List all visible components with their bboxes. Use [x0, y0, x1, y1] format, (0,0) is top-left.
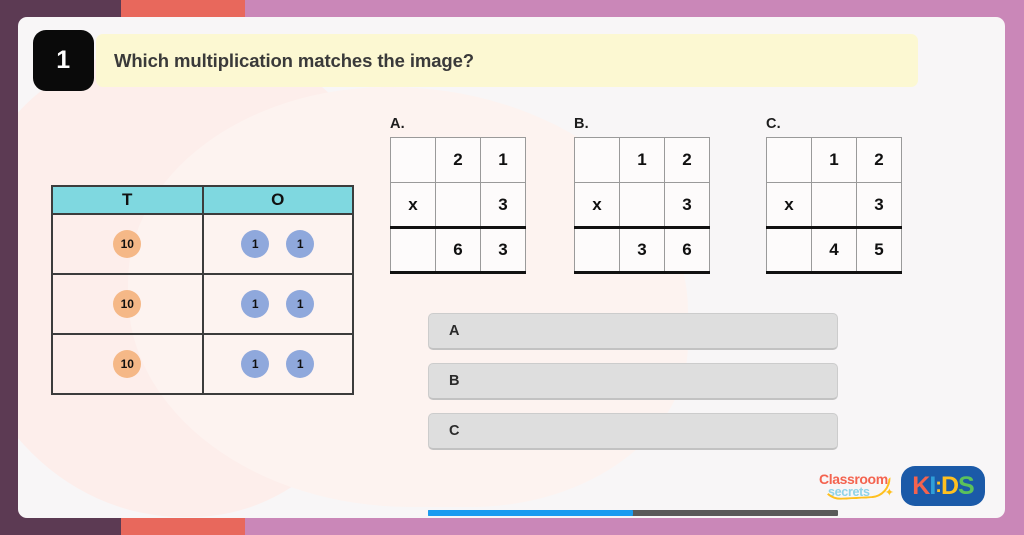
answer-button-b[interactable]: B — [428, 363, 838, 400]
ones-cell: 1 1 — [201, 273, 354, 335]
grid-cell: 2 — [856, 137, 902, 183]
grid-cell — [574, 226, 620, 274]
grid-cell: 4 — [811, 226, 857, 274]
grid-cell: 3 — [480, 182, 526, 228]
counter-group-tens: 10 — [53, 290, 202, 318]
answer-button-a-label: A — [449, 323, 460, 339]
question-text: Which multiplication matches the image? — [114, 49, 474, 71]
classroom-secrets-line2: secrets — [828, 485, 870, 499]
slide-card: 1 Which multiplication matches the image… — [18, 17, 1005, 518]
kids-letter-colon: : — [935, 474, 942, 497]
answer-options-list: A B C — [428, 313, 838, 463]
grid-row-answer: 6 3 — [390, 226, 526, 274]
counter-ten: 10 — [113, 230, 142, 258]
kids-letter-d: D — [940, 471, 959, 500]
counter-one: 1 — [241, 350, 270, 378]
answer-button-a[interactable]: A — [428, 313, 838, 350]
answer-button-b-label: B — [449, 373, 460, 389]
grid-cell: 2 — [435, 137, 481, 183]
grid-cell: 6 — [435, 226, 481, 274]
grid-cell: 1 — [619, 137, 665, 183]
grid-cell — [766, 226, 812, 274]
tens-cell: 10 — [51, 273, 204, 335]
grid-cell: 3 — [856, 182, 902, 228]
table-row: 10 1 1 — [51, 333, 354, 395]
star-icon: ✦ — [884, 487, 894, 499]
grid-cell: x — [766, 182, 812, 228]
grid-cell — [619, 182, 665, 228]
kids-letter-s: S — [958, 471, 975, 500]
question-number-badge: 1 — [33, 30, 94, 91]
counter-one: 1 — [286, 230, 315, 258]
table-row: 10 1 1 — [51, 273, 354, 335]
option-c: C. 1 2 x 3 4 5 — [766, 116, 902, 274]
grid-row: 1 2 — [574, 137, 710, 183]
counter-group-ones: 1 1 — [204, 230, 353, 258]
option-a-label: A. — [390, 116, 405, 132]
grid-cell — [811, 182, 857, 228]
counter-ten: 10 — [113, 350, 142, 378]
grid-cell: 3 — [664, 182, 710, 228]
ones-cell: 1 1 — [201, 213, 354, 275]
place-value-header-tens: T — [51, 185, 204, 215]
progress-bar-track[interactable] — [428, 510, 838, 516]
question-banner: Which multiplication matches the image? — [96, 34, 918, 87]
place-value-header-ones: O — [201, 185, 354, 215]
counter-one: 1 — [286, 290, 315, 318]
answer-button-c[interactable]: C — [428, 413, 838, 450]
counter-group-tens: 10 — [53, 230, 202, 258]
kids-letter-i: I — [929, 471, 936, 500]
table-row: 10 1 1 — [51, 213, 354, 275]
ones-cell: 1 1 — [201, 333, 354, 395]
place-value-header-row: T O — [51, 185, 354, 215]
grid-cell — [390, 226, 436, 274]
answer-button-c-label: C — [449, 423, 460, 439]
grid-cell: 2 — [664, 137, 710, 183]
grid-cell: x — [390, 182, 436, 228]
grid-cell: 3 — [619, 226, 665, 274]
counter-ten: 10 — [113, 290, 142, 318]
grid-cell: x — [574, 182, 620, 228]
option-a-grid: 2 1 x 3 6 3 — [390, 137, 526, 274]
option-b: B. 1 2 x 3 3 6 — [574, 116, 710, 274]
option-b-label: B. — [574, 116, 589, 132]
option-b-grid: 1 2 x 3 3 6 — [574, 137, 710, 274]
grid-cell: 1 — [480, 137, 526, 183]
kids-letter-k: K — [912, 471, 930, 500]
grid-row-answer: 3 6 — [574, 226, 710, 274]
option-c-label: C. — [766, 116, 781, 132]
grid-cell: 1 — [811, 137, 857, 183]
grid-cell — [766, 137, 812, 183]
classroom-secrets-line1: Classroom — [819, 471, 888, 487]
grid-cell: 5 — [856, 226, 902, 274]
grid-cell — [435, 182, 481, 228]
grid-cell — [390, 137, 436, 183]
counter-group-ones: 1 1 — [204, 350, 353, 378]
grid-cell: 3 — [480, 226, 526, 274]
grid-cell — [574, 137, 620, 183]
tens-cell: 10 — [51, 213, 204, 275]
grid-row: 1 2 — [766, 137, 902, 183]
option-a: A. 2 1 x 3 6 3 — [390, 116, 526, 274]
grid-row: x 3 — [390, 182, 526, 228]
counter-group-tens: 10 — [53, 350, 202, 378]
tens-cell: 10 — [51, 333, 204, 395]
grid-row: x 3 — [574, 182, 710, 228]
progress-bar-fill — [428, 510, 633, 516]
counter-one: 1 — [286, 350, 315, 378]
grid-row-answer: 4 5 — [766, 226, 902, 274]
classroom-secrets-logo: Classroom secrets ✦ — [819, 470, 894, 502]
grid-cell: 6 — [664, 226, 710, 274]
counter-one: 1 — [241, 230, 270, 258]
option-c-grid: 1 2 x 3 4 5 — [766, 137, 902, 274]
counter-one: 1 — [241, 290, 270, 318]
place-value-table: T O 10 1 1 10 — [51, 185, 354, 395]
grid-row: 2 1 — [390, 137, 526, 183]
counter-group-ones: 1 1 — [204, 290, 353, 318]
grid-row: x 3 — [766, 182, 902, 228]
